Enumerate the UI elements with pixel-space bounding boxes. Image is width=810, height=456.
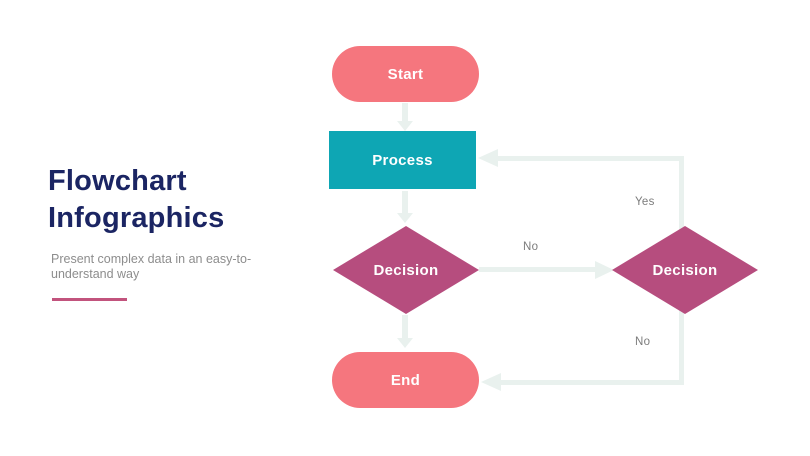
- end-node: End: [332, 352, 479, 408]
- page-title: Flowchart Infographics: [48, 165, 225, 234]
- arrowhead-left-to-end-icon: [481, 373, 501, 391]
- end-node-label: End: [390, 371, 421, 389]
- accent-rule: [52, 298, 127, 301]
- decision-node-2-label: Decision: [652, 261, 718, 279]
- connector-no-bottom-horizontal: [501, 380, 684, 385]
- connector-yes-horizontal: [496, 156, 684, 161]
- connector-no-horizontal: [479, 267, 599, 272]
- decision-node-1-label: Decision: [373, 261, 439, 279]
- process-node-label: Process: [372, 151, 433, 169]
- decision-node-1: Decision: [333, 226, 479, 314]
- start-node: Start: [332, 46, 479, 102]
- page-subtitle: Present complex data in an easy-to-under…: [51, 252, 252, 281]
- process-node: Process: [329, 131, 476, 189]
- arrowhead-right-to-decision-icon: [595, 261, 614, 279]
- edge-label-no: No: [523, 241, 539, 253]
- decision-node-2: Decision: [612, 226, 758, 314]
- start-node-label: Start: [387, 65, 424, 83]
- arrow-down-icon: [397, 121, 413, 131]
- arrow-down-icon: [397, 213, 413, 223]
- arrow-down-icon: [397, 338, 413, 348]
- arrow-decision-to-end-stem: [402, 315, 408, 338]
- edge-label-no-bottom: No: [635, 336, 651, 348]
- arrow-start-to-process-stem: [402, 103, 408, 121]
- arrowhead-left-to-process-icon: [478, 149, 498, 167]
- edge-label-yes: Yes: [635, 196, 655, 208]
- arrow-process-to-decision-stem: [402, 191, 408, 213]
